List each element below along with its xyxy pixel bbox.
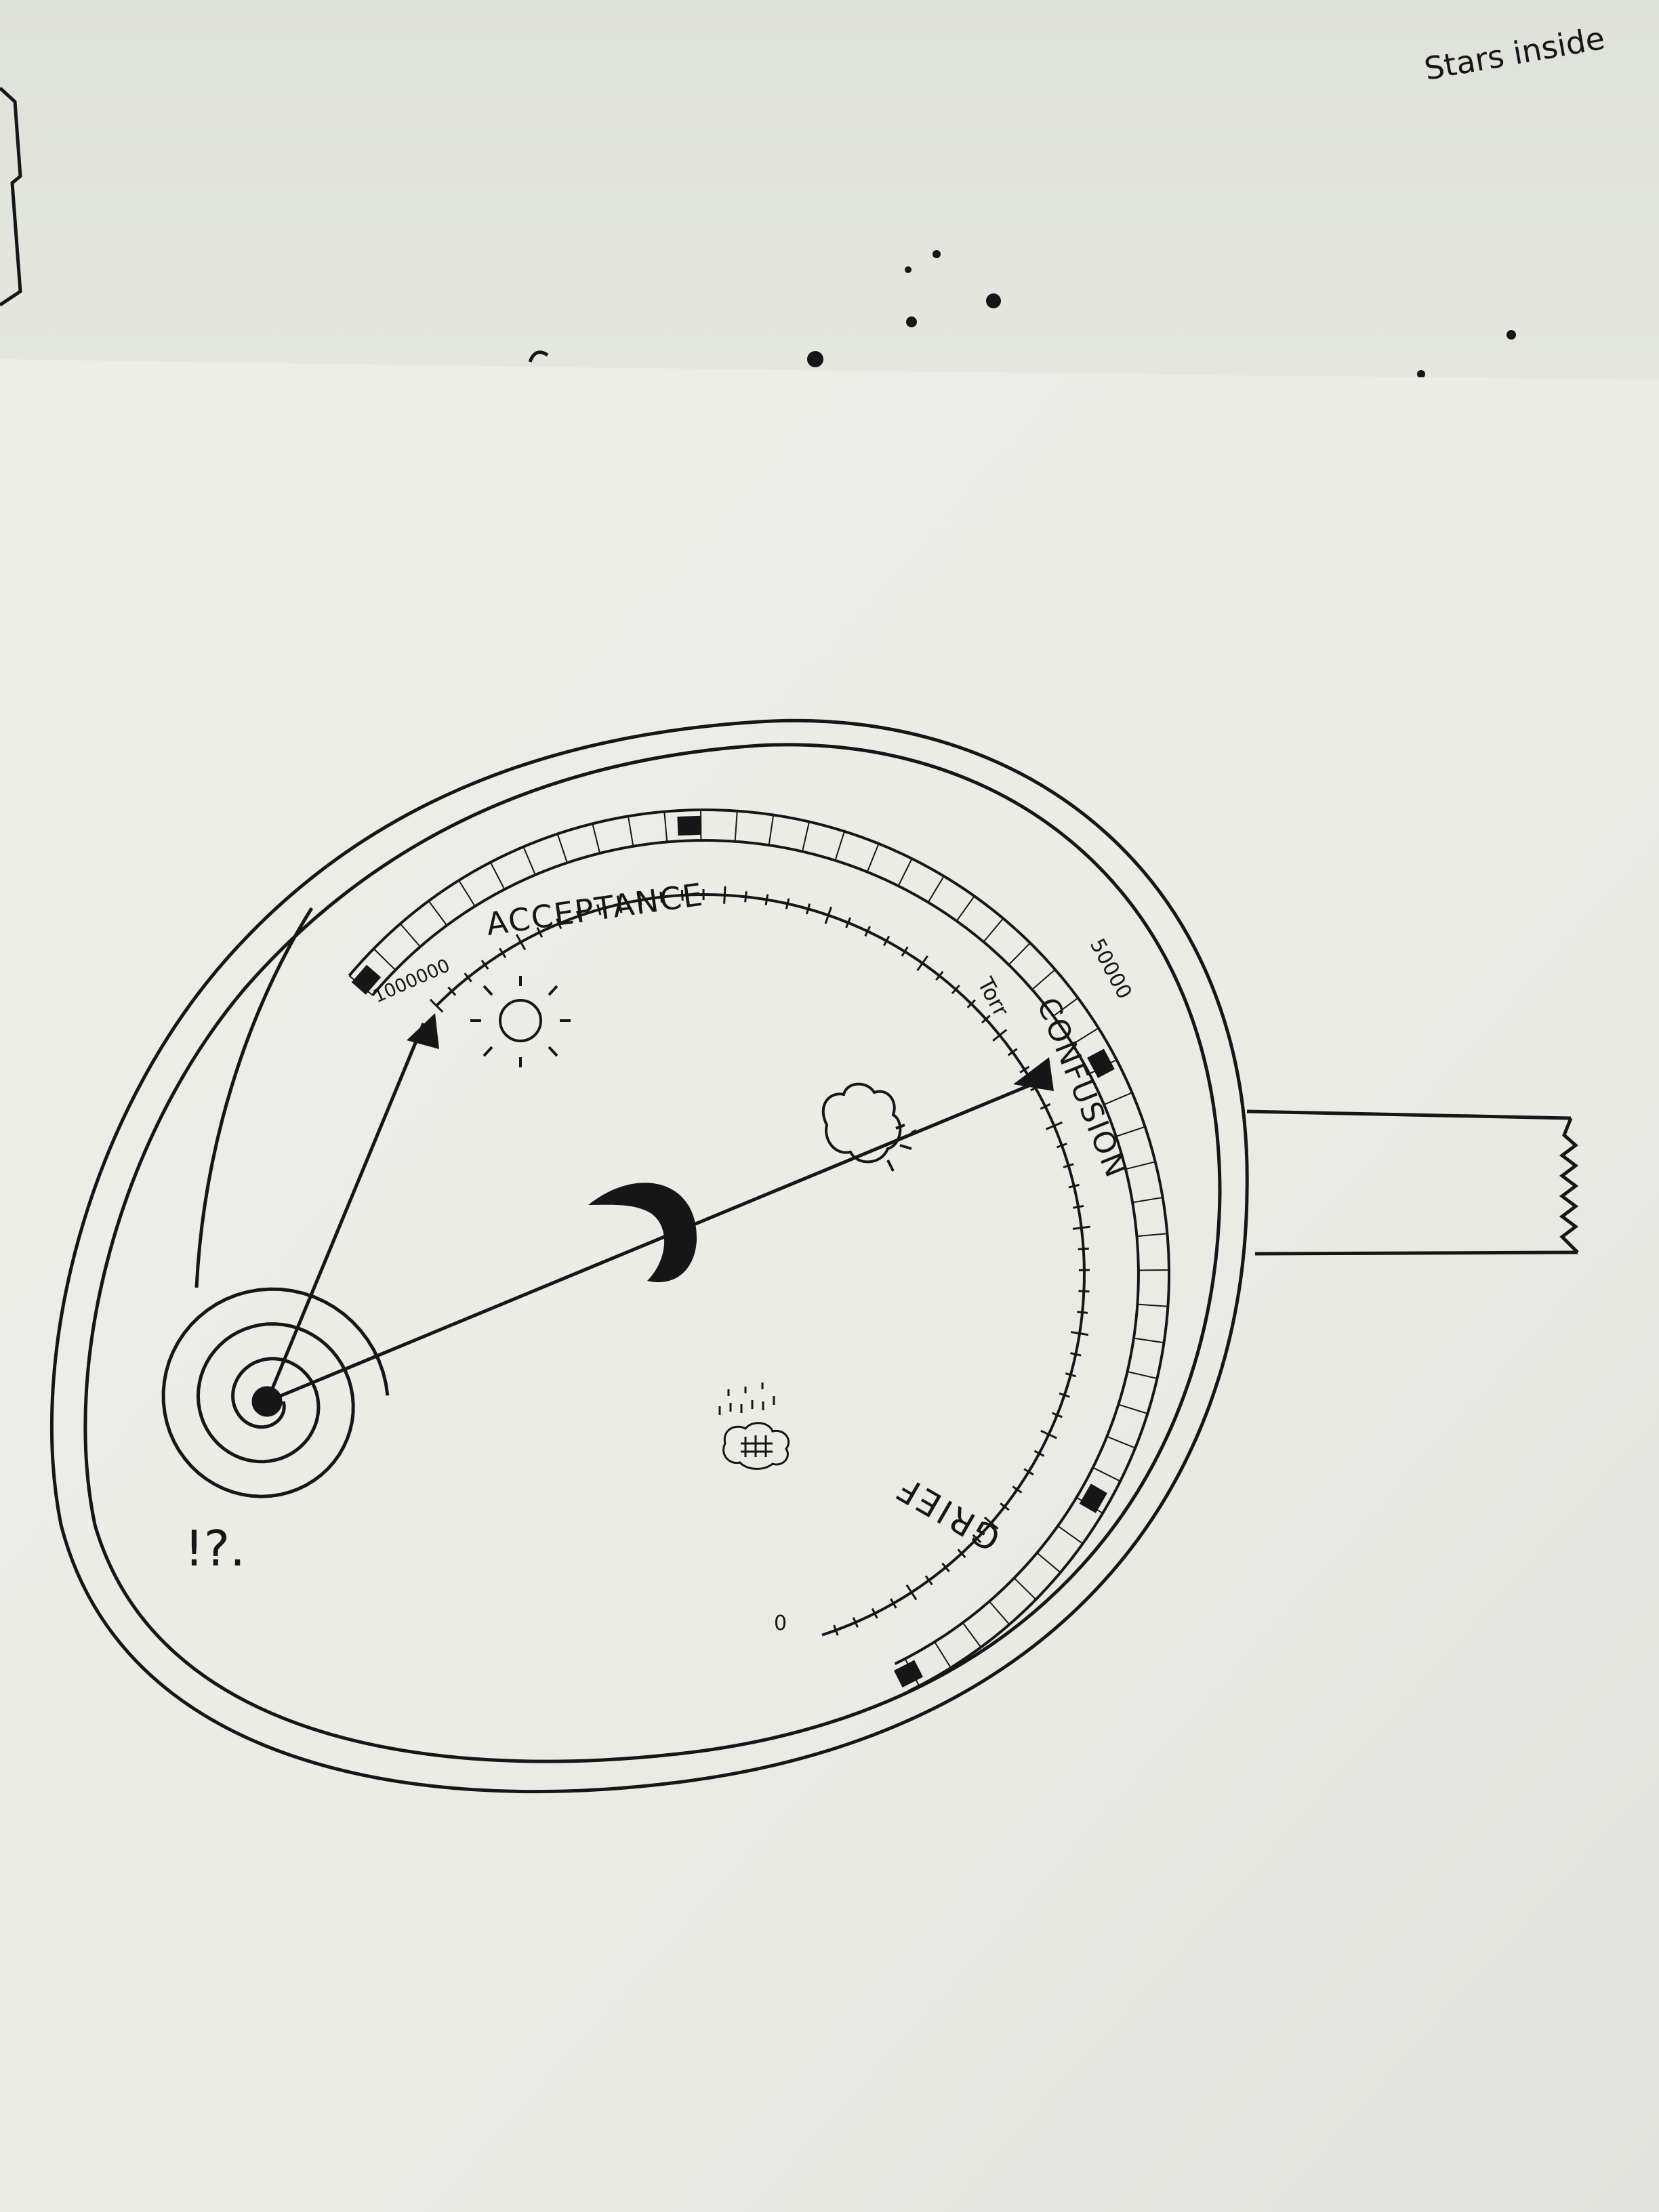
top-paper-sheet: Stars inside (0, 0, 1659, 380)
tick-mark (745, 891, 747, 902)
exclaim-label: !?. (184, 1520, 245, 1577)
tick-mark (1078, 1291, 1089, 1292)
scale-block-mark (677, 816, 701, 836)
tick-mark (1078, 1248, 1089, 1249)
main-paper-sheet (0, 359, 1659, 2212)
min-value-label: 0 (774, 1612, 787, 1635)
tick-mark (724, 886, 725, 904)
tick-mark (1077, 1312, 1088, 1313)
